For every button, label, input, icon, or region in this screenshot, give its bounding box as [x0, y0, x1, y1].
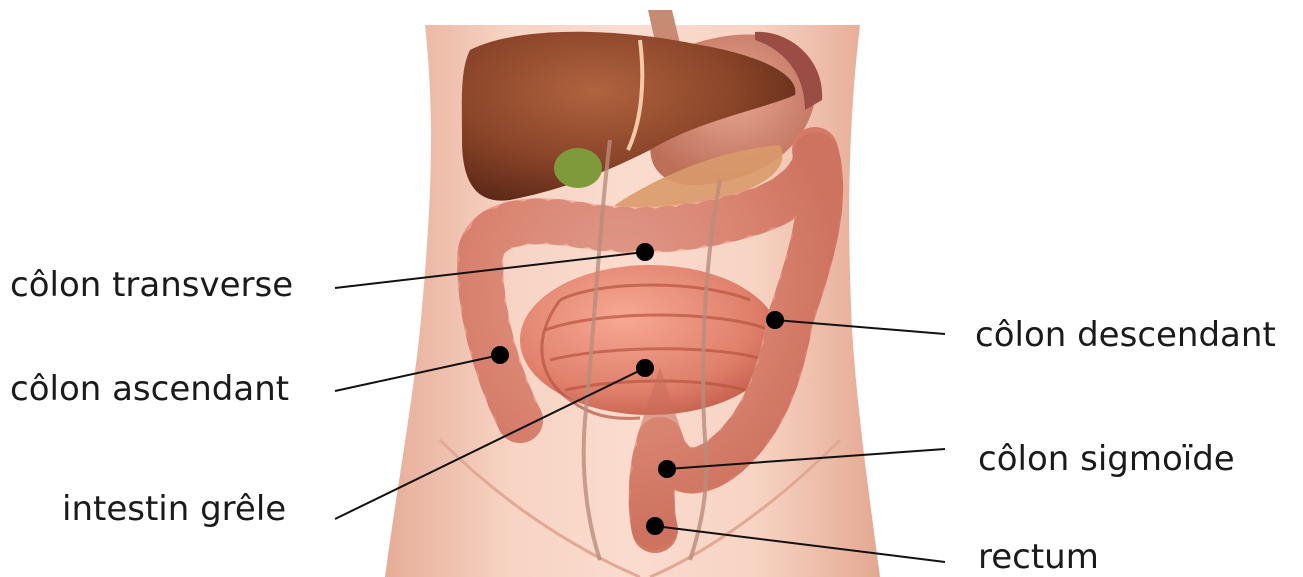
label-intestin-grele: intestin grêle [62, 492, 286, 526]
marker-colon-descendant [766, 311, 784, 329]
marker-intestin-grele [636, 359, 654, 377]
marker-colon-ascendant [491, 346, 509, 364]
gallbladder [554, 148, 602, 188]
label-rectum: rectum [978, 540, 1099, 574]
marker-colon-sigmoide [658, 460, 676, 478]
label-colon-ascendant: côlon ascendant [10, 372, 289, 406]
marker-rectum [646, 517, 664, 535]
marker-colon-transverse [636, 243, 654, 261]
label-colon-transverse: côlon transverse [10, 268, 293, 302]
label-colon-sigmoide: côlon sigmoïde [978, 442, 1235, 476]
label-colon-descendant: côlon descendant [975, 318, 1276, 352]
